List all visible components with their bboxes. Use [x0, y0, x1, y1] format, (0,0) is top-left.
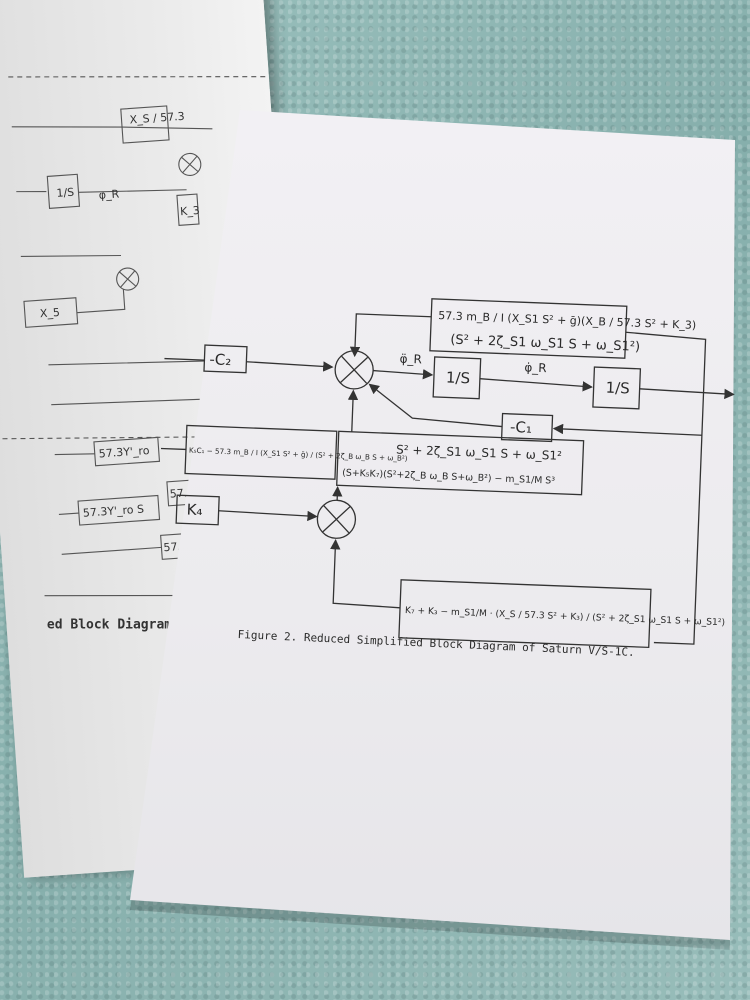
middle-block-right — [336, 430, 585, 496]
left-label-1s: 1/S — [56, 186, 75, 200]
neg-c1-label: -C₁ — [510, 418, 533, 437]
middle-block-right-denominator: (S+K₅K₇)(S²+2ζ_B ω_B S+ω_B²) − m_S1/M S³ — [342, 467, 555, 486]
k4-label: K₄ — [186, 501, 203, 520]
top-feedback-numerator: 57.3 m_B / I (X_S1 S² + ḡ)(X_B / 57.3 S²… — [438, 309, 696, 332]
left-label-xs: X_S / 57.3 — [129, 110, 185, 127]
bottom-feedback-block — [398, 579, 652, 649]
right-page — [130, 110, 735, 940]
left-label-phi: φ_R — [98, 187, 120, 201]
top-feedback-denominator: (S² + 2ζ_S1 ω_S1 S + ω_S1²) — [450, 333, 640, 355]
middle-block-right-numerator: S² + 2ζ_S1 ω_S1 S + ω_S1² — [396, 443, 562, 463]
left-label-k3: K_3 — [180, 204, 201, 218]
integrator-2-label: 1/S — [605, 379, 630, 398]
neg-c2-label: -C₂ — [209, 350, 232, 369]
signal-phi-ddot: φ̈_R — [399, 352, 422, 367]
left-label-y3: 57.3Y'_ro S — [82, 503, 144, 520]
integrator-1-label: 1/S — [446, 368, 471, 387]
signal-phi-dot: φ̇_R — [524, 360, 547, 375]
left-label-x5: X_5 — [39, 306, 60, 320]
middle-block-left-label: K₅C₁ − 57.3 m_B / I (X_S1 S² + ḡ) / (S² … — [189, 446, 408, 463]
left-label-y1: 57.3Y'_ro — [98, 444, 150, 461]
neg-c2-block — [203, 344, 248, 374]
bottom-feedback-label: K₇ + K₃ − m_S1/M · (X_S / 57.3 S² + K₃) … — [405, 606, 725, 628]
